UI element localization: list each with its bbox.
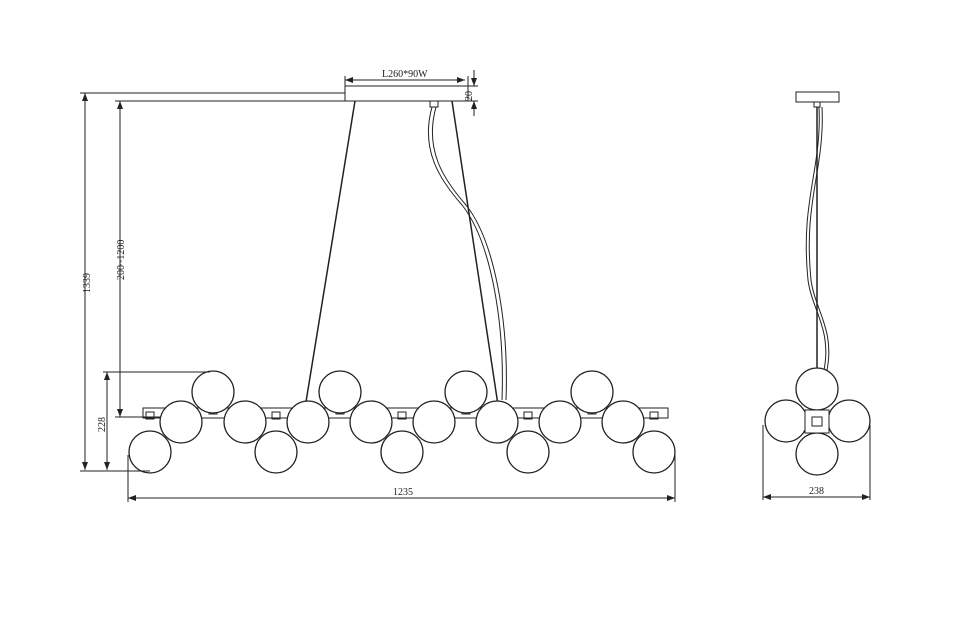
dim-width: 238	[809, 486, 824, 497]
dim-adjustable-length: 200~1200	[116, 240, 127, 280]
glass-globe	[318, 370, 362, 414]
glass-globe	[570, 370, 614, 414]
dim-length: 1235	[393, 487, 413, 498]
socket	[523, 411, 533, 420]
front-view: L260*90W 20 1339 200~1200 228 1235	[80, 69, 676, 502]
glass-globe	[191, 370, 235, 414]
glass-globe	[412, 400, 456, 444]
glass-globe	[349, 400, 393, 444]
dim-canopy: L260*90W	[382, 69, 428, 80]
socket	[271, 411, 281, 420]
glass-globe	[538, 400, 582, 444]
socket	[649, 411, 659, 420]
glass-globe	[444, 370, 488, 414]
dim-canopy-height: 20	[464, 91, 475, 101]
glass-globe	[380, 430, 424, 474]
glass-globe	[254, 430, 298, 474]
canopy	[344, 85, 469, 102]
socket	[397, 411, 407, 420]
glass-globe	[286, 400, 330, 444]
side-view: 238	[762, 91, 871, 500]
dim-total-height: 1339	[82, 273, 93, 293]
suspension-cable	[451, 100, 499, 406]
glass-globe	[223, 400, 267, 444]
glass-globe	[159, 400, 203, 444]
glass-globe	[475, 400, 519, 444]
glass-globe	[128, 430, 172, 474]
glass-globe	[632, 430, 676, 474]
socket	[145, 411, 155, 420]
glass-globe	[601, 400, 645, 444]
suspension-cable	[304, 100, 356, 409]
power-cord	[427, 106, 503, 401]
dim-body-height: 228	[97, 417, 108, 432]
glass-globe	[506, 430, 550, 474]
